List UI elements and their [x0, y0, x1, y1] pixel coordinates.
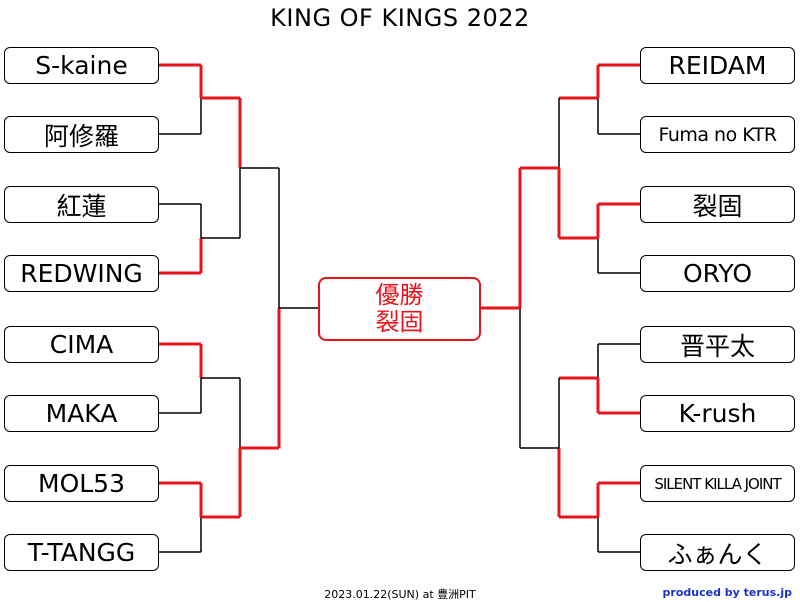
right-entrant-1: REIDAM	[640, 47, 795, 84]
left-entrant-4: REDWING	[4, 255, 159, 292]
champion-box: 優勝 裂固	[318, 277, 481, 341]
champion-name: 裂固	[375, 308, 424, 336]
left-entrant-6: MAKA	[4, 395, 159, 432]
left-entrant-2: 阿修羅	[4, 116, 159, 153]
left-entrant-3: 紅蓮	[4, 186, 159, 223]
right-entrant-5: 晋平太	[640, 326, 795, 363]
event-date-venue: 2023.01.22(SUN) at 豊洲PIT	[324, 588, 476, 601]
right-entrant-4: ORYO	[640, 255, 795, 292]
champion-label: 優勝	[375, 281, 424, 309]
tournament-title: KING OF KINGS 2022	[270, 4, 530, 32]
left-entrant-8: T-TANGG	[4, 534, 159, 571]
right-entrant-7: SILENT KILLA JOINT	[640, 465, 795, 502]
left-entrant-1: S-kaine	[4, 47, 159, 84]
right-entrant-3: 裂固	[640, 186, 795, 223]
right-entrant-6: K-rush	[640, 395, 795, 432]
left-entrant-7: MOL53	[4, 465, 159, 502]
right-entrant-2: Fuma no KTR	[640, 116, 795, 153]
credit-text: produced by terus.jp	[662, 586, 792, 599]
right-entrant-8: ふぁんく	[640, 534, 795, 571]
left-entrant-5: CIMA	[4, 326, 159, 363]
